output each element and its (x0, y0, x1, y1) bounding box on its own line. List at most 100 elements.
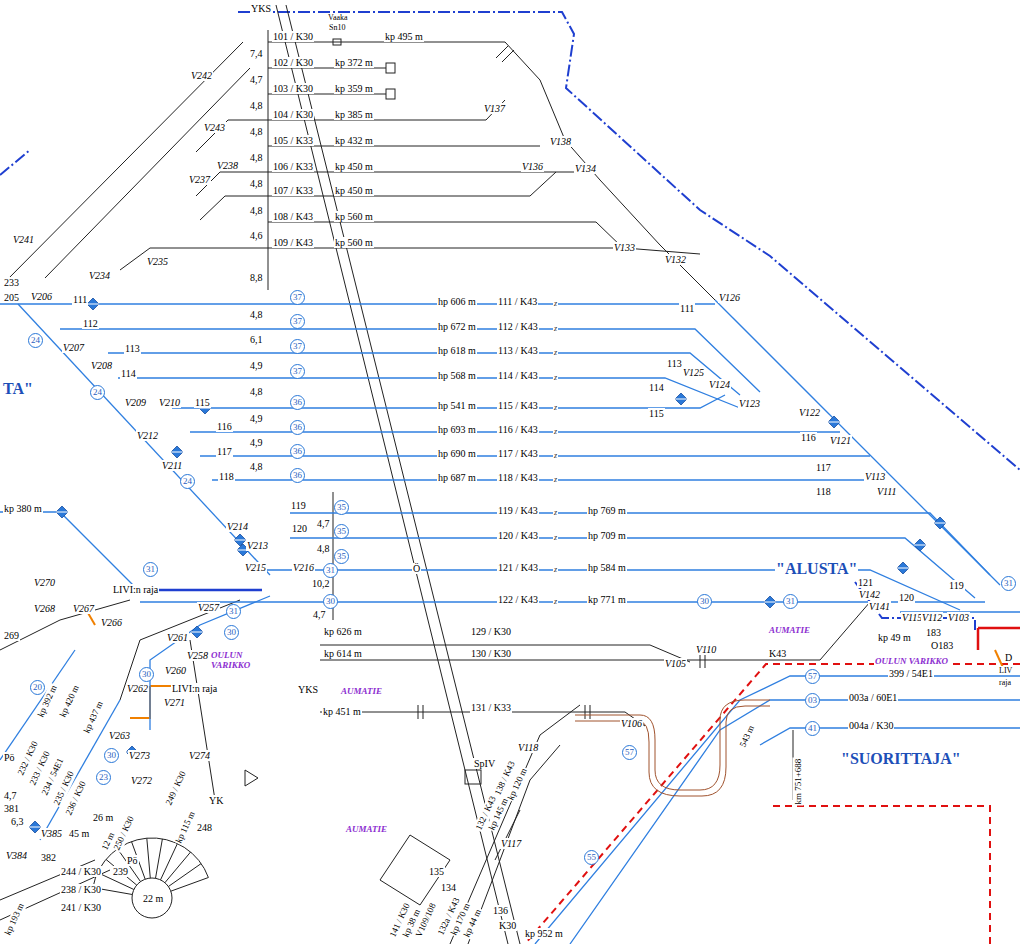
switch-label: V213 (246, 540, 269, 551)
track-label: hp 584 m (587, 562, 627, 573)
switch-label: V258 (186, 650, 209, 661)
switch-label: V216 (292, 562, 315, 573)
track-label: 4,7 (312, 609, 327, 620)
track-label: 183 (925, 627, 942, 638)
track-label: 45 m (68, 828, 90, 839)
signal-marker (675, 393, 687, 405)
track-label: 003a / 60E1 (848, 692, 898, 703)
track-label: YK (208, 795, 224, 806)
track-label: 117 (216, 446, 233, 457)
track-label: kp 451 m (322, 706, 362, 717)
track-label: 4,8 (249, 461, 264, 472)
track-label: kp 372 m (334, 57, 374, 68)
signal-marker (828, 416, 840, 428)
track-label: 4,9 (249, 360, 264, 371)
track-label: kp 560 m (334, 237, 374, 248)
track-mark: z (553, 474, 558, 485)
track-label: 112 / K43 (497, 321, 539, 332)
track-label: kp 560 m (334, 211, 374, 222)
track-label: hp 541 m (437, 400, 477, 411)
switch-label: V243 (203, 122, 226, 133)
area-border (0, 150, 30, 175)
area-border (238, 12, 1020, 470)
switch-label: V113 (864, 471, 886, 482)
track-label: 114 (648, 382, 665, 393)
callout-number: 31 (226, 604, 241, 619)
switch-label: V262 (126, 683, 149, 694)
track-label: 131 / K33 (470, 702, 512, 713)
track-label: 120 (291, 523, 308, 534)
track-label: 4,8 (249, 100, 264, 111)
area-name: AUMATIE (768, 625, 811, 635)
callout-number: 36 (290, 468, 305, 483)
black-track (320, 602, 870, 660)
track-label: 119 (948, 580, 965, 591)
signal-marker (234, 534, 246, 546)
track-label: 7,4 (249, 48, 264, 59)
small-label: Vaaka (327, 13, 349, 22)
black-track (320, 712, 645, 726)
callout-number: 24 (90, 385, 105, 400)
small-label: LIV (998, 666, 1013, 675)
signal-marker (934, 517, 946, 529)
track-label: YKS (250, 3, 272, 14)
track-mark: z (553, 596, 558, 607)
track-label: 118 (815, 486, 832, 497)
callout-number: 57 (805, 669, 820, 684)
track-label: 116 / K43 (497, 424, 539, 435)
callout-number: 55 (584, 850, 599, 865)
track-label: 4,8 (249, 152, 264, 163)
track-label: kp 450 m (334, 185, 374, 196)
track-label: 4,8 (316, 543, 331, 554)
buffer-stop (386, 63, 395, 73)
track-label: hp 618 m (437, 345, 477, 356)
track-label: 118 (218, 471, 235, 482)
black-track (268, 30, 269, 290)
track-label: 104 / K30 (272, 109, 314, 120)
callout-number: 23 (96, 770, 111, 785)
track-label: kp 385 m (334, 109, 374, 120)
track-label: 111 (679, 303, 695, 314)
track-label: kp 450 m (334, 161, 374, 172)
track-label: 4,9 (249, 413, 264, 424)
callout-number: 37 (290, 290, 305, 305)
blue-track (140, 601, 985, 602)
callout-number: 37 (290, 364, 305, 379)
track-label: 239 (112, 866, 129, 877)
track-label: 241 / K30 (60, 902, 102, 913)
switch-label: V274 (188, 750, 211, 761)
track-label: 134 (440, 882, 457, 893)
callout-number: 31 (323, 563, 338, 578)
switch-label: V241 (12, 234, 35, 245)
switch-label: V126 (718, 292, 741, 303)
black-track (200, 196, 268, 220)
black-track (320, 645, 690, 662)
blue-track (535, 676, 1020, 944)
track-label: SpIV (473, 758, 496, 769)
callout-number: 36 (290, 420, 305, 435)
track-label: 543 m (737, 723, 757, 750)
track-label: kp 614 m (323, 648, 363, 659)
track-label: 113 (124, 343, 141, 354)
track-label: 109 / K43 (272, 237, 314, 248)
track-label: 117 / K43 (497, 448, 539, 459)
track-label: 26 m (92, 812, 114, 823)
black-track (380, 835, 450, 905)
blue-track (570, 700, 1020, 944)
switch-label: V207 (62, 342, 85, 353)
track-mark: z (553, 372, 558, 383)
track-label: 111 / K43 (497, 296, 538, 307)
switch-label: V267 (72, 603, 95, 614)
black-track (0, 600, 130, 650)
switch-label: V261 (166, 632, 189, 643)
track-label: 6,1 (249, 334, 264, 345)
switch-label: V122 (798, 407, 821, 418)
area-name: TA" (2, 380, 34, 398)
switch-label: V273 (128, 750, 151, 761)
track-label: K43 (768, 648, 787, 659)
switch-label: V121 (829, 435, 852, 446)
area-name: OULUN VARIKKO (210, 650, 266, 670)
callout-number: 37 (290, 339, 305, 354)
track-label: 135 (428, 866, 445, 877)
track-label: 117 (815, 462, 832, 473)
